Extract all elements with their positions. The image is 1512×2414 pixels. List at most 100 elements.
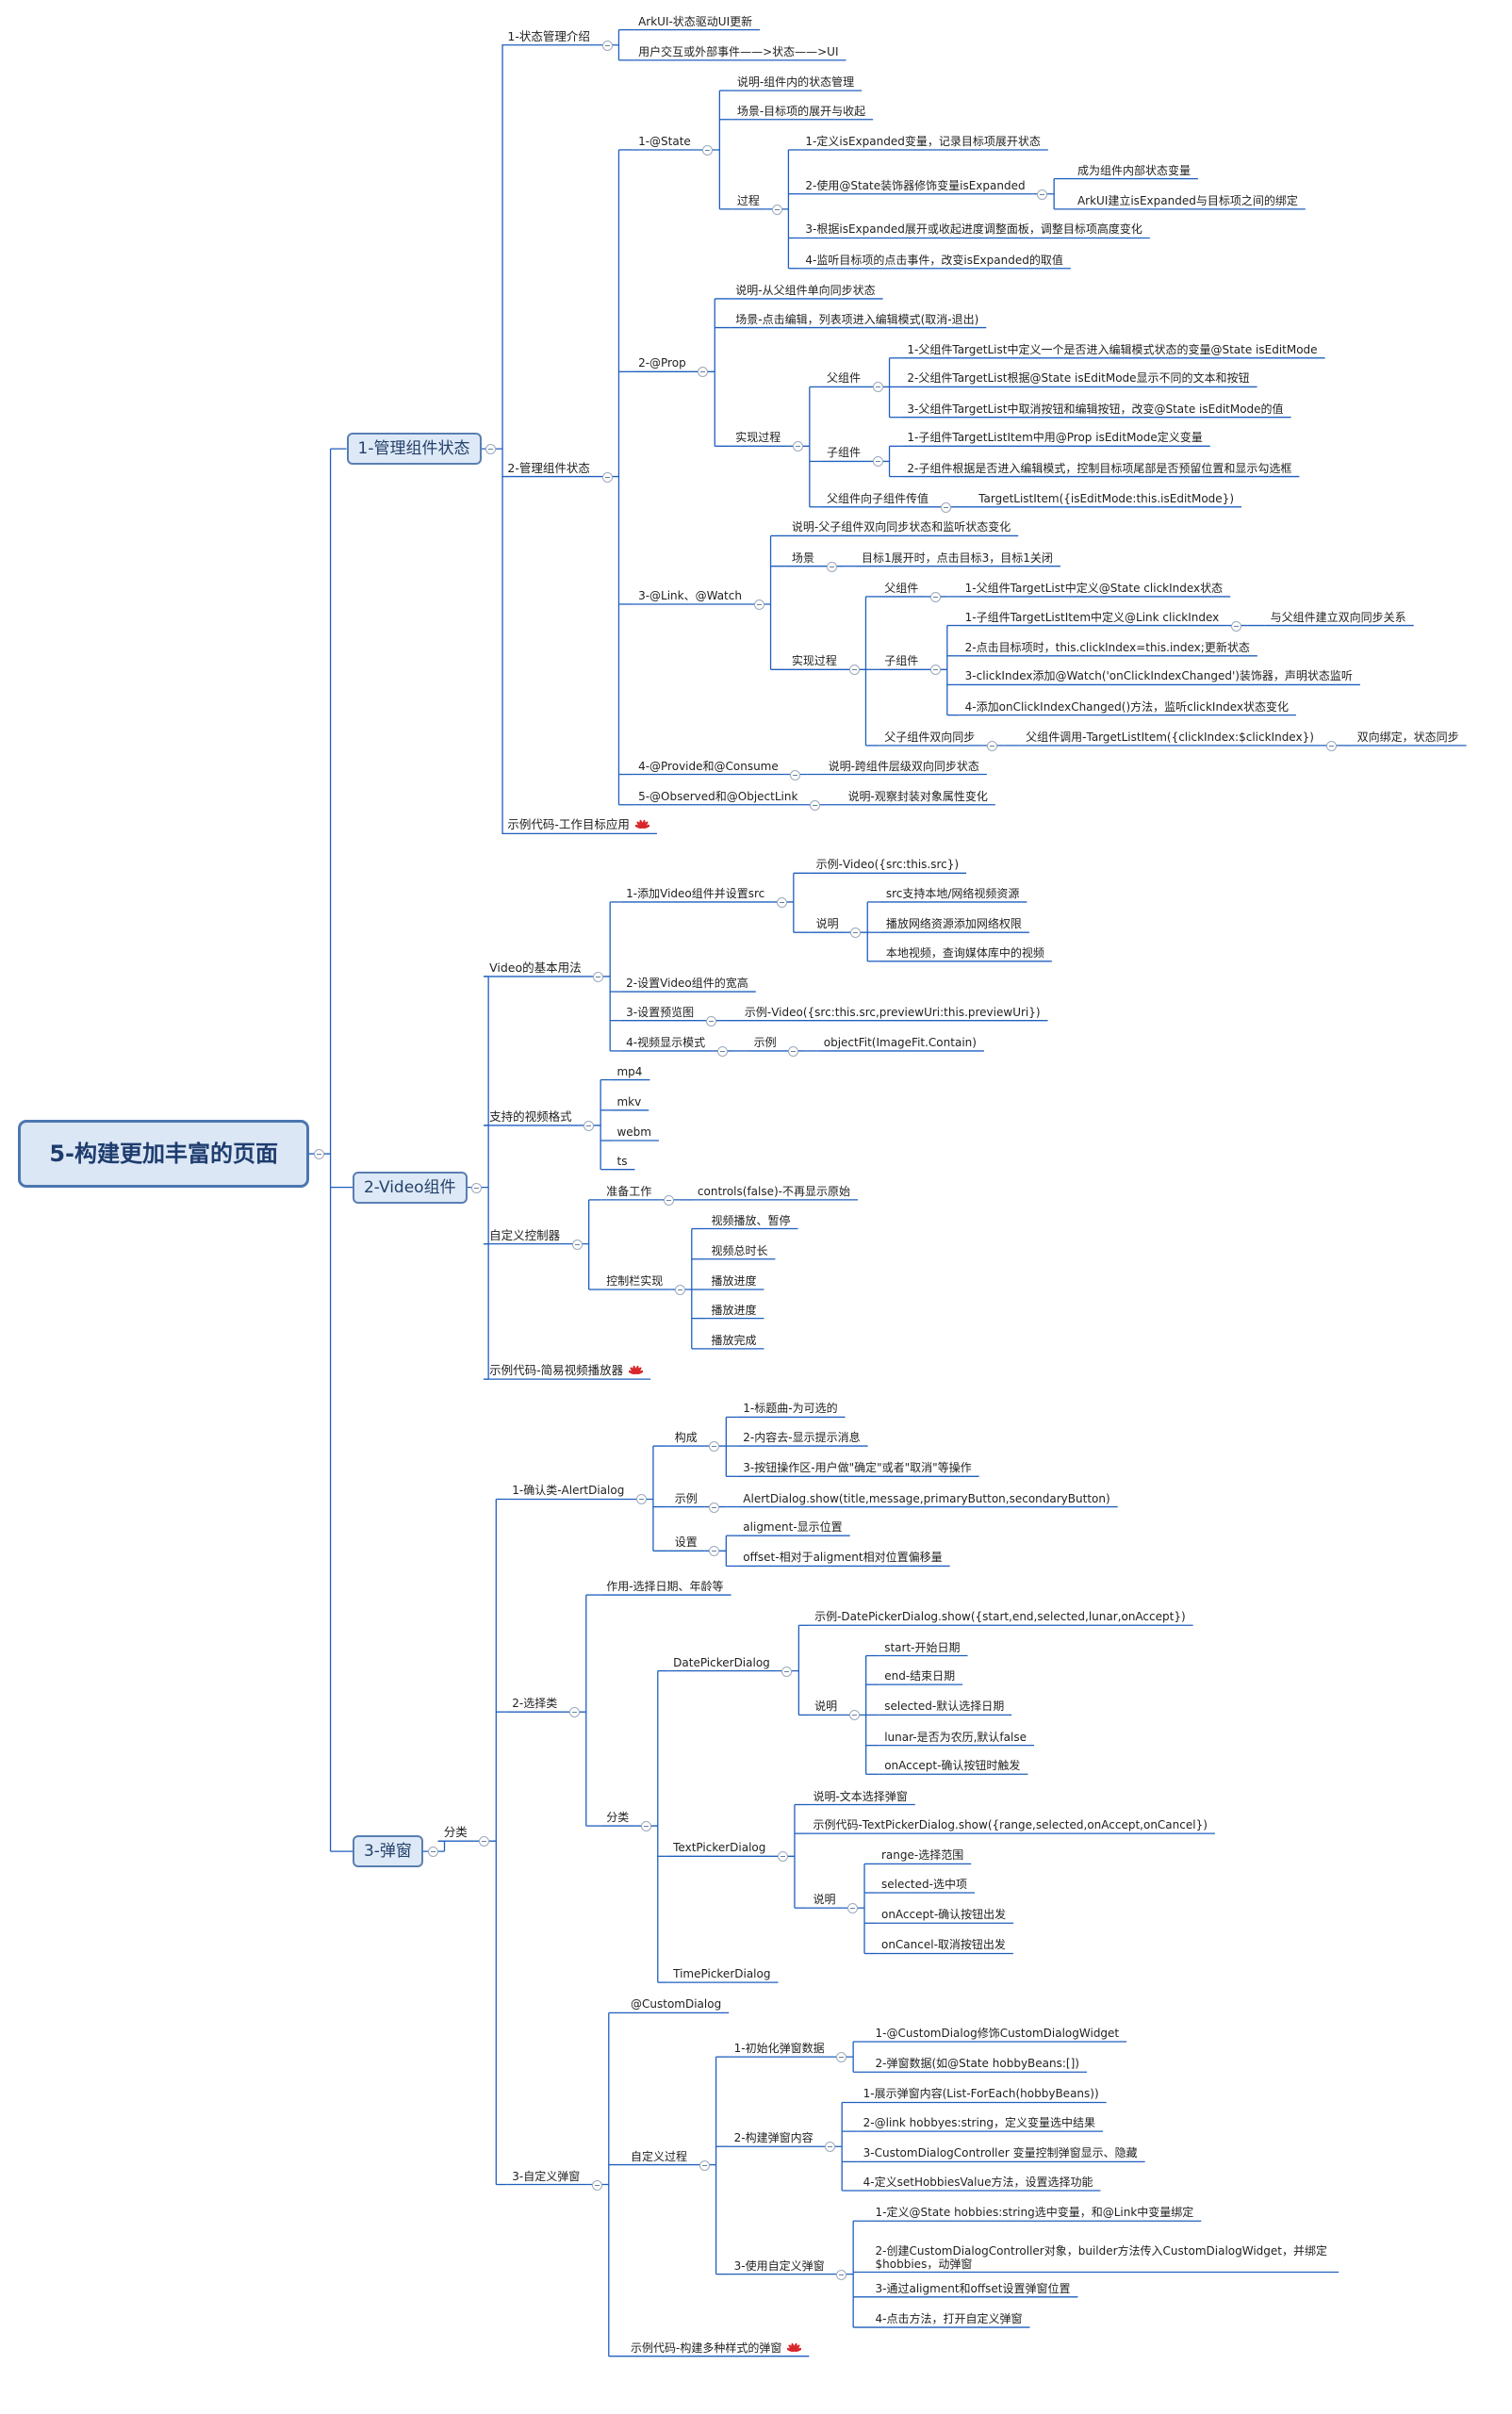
branch-topic-2-video[interactable]: 2-Video组件	[352, 1171, 468, 1204]
collapse-toggle-icon[interactable]	[825, 2142, 836, 2153]
leaf-topic-arkui-isexpanded[interactable]: ArkUI建立isExpanded与目标项之间的绑定	[1077, 194, 1298, 207]
leaf-topic-4-onclickindexchanged-clickindex[interactable]: 4-添加onClickIndexChanged()方法，监听clickIndex…	[965, 700, 1289, 714]
collapse-toggle-icon[interactable]	[1230, 620, 1241, 632]
collapse-toggle-icon[interactable]	[591, 2179, 602, 2191]
leaf-topic-2-state-hobbybeans[interactable]: 2-弹窗数据(如@State hobbyBeans:[])	[876, 2057, 1079, 2070]
leaf-topic-selected[interactable]: selected-默认选择日期	[884, 1700, 1004, 1713]
leaf-topic-oncancel[interactable]: onCancel-取消按钮出发	[881, 1938, 1006, 1951]
leaf-topic-timepickerdialog[interactable]: TimePickerDialog	[673, 1967, 770, 1980]
collapse-toggle-icon[interactable]	[601, 40, 613, 51]
leaf-topic-topic[interactable]: 示例代码-简易视频播放器	[489, 1364, 644, 1377]
collapse-toggle-icon[interactable]	[698, 2159, 710, 2171]
subtopic-topic[interactable]: 说明	[813, 1893, 835, 1906]
leaf-topic-2-link-hobbyes-string[interactable]: 2-@link hobbyes:string，定义变量选中结果	[863, 2116, 1095, 2129]
collapse-toggle-icon[interactable]	[593, 971, 604, 982]
subtopic-topic[interactable]: 父组件向子组件传值	[827, 492, 929, 505]
leaf-topic-4-sethobbiesvalue[interactable]: 4-定义setHobbiesValue方法，设置选择功能	[863, 2176, 1093, 2189]
leaf-topic-onaccept[interactable]: onAccept-确认按钮时触发	[884, 1759, 1020, 1772]
subtopic-topic[interactable]: 自定义控制器	[489, 1228, 560, 1242]
leaf-topic-arkui-ui[interactable]: ArkUI-状态驱动UI更新	[638, 15, 752, 28]
collapse-toggle-icon[interactable]	[788, 1045, 799, 1057]
leaf-topic-ui[interactable]: 用户交互或外部事件——>状态——>UI	[638, 45, 838, 58]
leaf-topic-video-src-this-src[interactable]: 示例-Video({src:this.src})	[816, 858, 959, 871]
leaf-topic-alertdialog-show-title-message-primarybutton-secondarybutton[interactable]: AlertDialog.show(title,message,primaryBu…	[743, 1492, 1109, 1505]
leaf-topic-1-state-hobbies-string-link[interactable]: 1-定义@State hobbies:string选中变量，和@Link中变量绑…	[876, 2206, 1194, 2219]
leaf-topic-onaccept[interactable]: onAccept-确认按钮出发	[881, 1908, 1006, 1921]
collapse-toggle-icon[interactable]	[810, 799, 821, 811]
subtopic-3-link-watch[interactable]: 3-@Link、@Watch	[638, 589, 742, 602]
collapse-toggle-icon[interactable]	[705, 1015, 716, 1026]
leaf-topic-topic[interactable]: 说明-组件内的状态管理	[737, 75, 854, 89]
collapse-toggle-icon[interactable]	[826, 561, 837, 572]
collapse-toggle-icon[interactable]	[929, 665, 941, 676]
leaf-topic-topic[interactable]: 说明-文本选择弹窗	[813, 1790, 907, 1803]
leaf-topic-3[interactable]: 3-按钮操作区-用户做"确定"或者"取消"等操作	[743, 1461, 971, 1474]
leaf-topic-1-targetlistitem-prop-iseditmode[interactable]: 1-子组件TargetListItem中用@Prop isEditMode定义变…	[907, 431, 1202, 444]
subtopic-targetlistitem-clickindex-clickindex[interactable]: 父组件调用-TargetListItem({clickIndex:$clickI…	[1026, 731, 1314, 744]
leaf-topic-3-isexpanded[interactable]: 3-根据isExpanded展开或收起进度调整面板，调整目标项高度变化	[805, 222, 1142, 236]
leaf-topic-topic[interactable]: 播放进度	[711, 1274, 756, 1288]
collapse-toggle-icon[interactable]	[790, 769, 801, 780]
subtopic-1-targetlistitem-link-clickindex[interactable]: 1-子组件TargetListItem中定义@Link clickIndex	[965, 611, 1220, 624]
leaf-topic-topic[interactable]: 说明-父子组件双向同步状态和监听状态变化	[792, 520, 1011, 534]
leaf-topic-ts[interactable]: ts	[616, 1155, 627, 1168]
collapse-toggle-icon[interactable]	[709, 1546, 720, 1557]
collapse-toggle-icon[interactable]	[850, 928, 862, 939]
branch-topic-1[interactable]: 1-管理组件状态	[346, 433, 482, 466]
leaf-topic-4[interactable]: 4-点击方法，打开自定义弹窗	[876, 2312, 1023, 2325]
collapse-toggle-icon[interactable]	[640, 1821, 651, 1832]
subtopic-2-prop[interactable]: 2-@Prop	[638, 356, 686, 369]
collapse-toggle-icon[interactable]	[313, 1149, 324, 1160]
leaf-topic-src[interactable]: src支持本地/网络视频资源	[886, 887, 1020, 900]
collapse-toggle-icon[interactable]	[601, 471, 613, 483]
collapse-toggle-icon[interactable]	[583, 1120, 595, 1131]
leaf-topic-topic[interactable]: 场景-目标项的展开与收起	[737, 105, 865, 118]
leaf-topic-customdialog[interactable]: @CustomDialog	[631, 1997, 721, 2011]
subtopic-video[interactable]: Video的基本用法	[489, 961, 582, 975]
subtopic-topic[interactable]: 父子组件双向同步	[884, 731, 975, 744]
collapse-toggle-icon[interactable]	[847, 1903, 859, 1914]
subtopic-2[interactable]: 2-构建弹窗内容	[734, 2131, 814, 2144]
leaf-topic-topic[interactable]: 说明-观察封装对象属性变化	[848, 790, 988, 803]
collapse-toggle-icon[interactable]	[702, 144, 714, 156]
leaf-topic-2[interactable]: 2-内容去-显示提示消息	[743, 1431, 860, 1444]
subtopic-1-alertdialog[interactable]: 1-确认类-AlertDialog	[512, 1484, 624, 1497]
root-topic[interactable]: 5-构建更加丰富的页面	[18, 1120, 310, 1189]
leaf-topic-controls-false[interactable]: controls(false)-不再显示原始	[698, 1185, 850, 1198]
subtopic-topic[interactable]: 实现过程	[735, 431, 781, 444]
subtopic-3[interactable]: 3-使用自定义弹窗	[734, 2259, 825, 2273]
collapse-toggle-icon[interactable]	[778, 1851, 789, 1863]
leaf-topic-datepickerdialog-show-start-end-selected-lunar-onaccept[interactable]: 示例-DatePickerDialog.show({start,end,sele…	[814, 1610, 1186, 1623]
collapse-toggle-icon[interactable]	[709, 1441, 720, 1453]
subtopic-topic[interactable]: 示例	[754, 1036, 777, 1049]
leaf-topic-mkv[interactable]: mkv	[616, 1095, 641, 1108]
leaf-topic-3-customdialogcontroller[interactable]: 3-CustomDialogController 变量控制弹窗显示、隐藏	[863, 2146, 1138, 2159]
leaf-topic-topic[interactable]: 说明-从父组件单向同步状态	[735, 284, 875, 297]
collapse-toggle-icon[interactable]	[709, 1502, 720, 1513]
subtopic-topic[interactable]: 控制栏实现	[606, 1274, 663, 1288]
collapse-toggle-icon[interactable]	[776, 896, 787, 908]
collapse-toggle-icon[interactable]	[674, 1285, 685, 1296]
collapse-toggle-icon[interactable]	[568, 1707, 580, 1718]
collapse-toggle-icon[interactable]	[636, 1494, 648, 1505]
leaf-topic-4-isexpanded[interactable]: 4-监听目标项的点击事件，改变isExpanded的取值	[805, 254, 1062, 267]
leaf-topic-topic[interactable]: 播放网络资源添加网络权限	[886, 917, 1022, 930]
subtopic-1[interactable]: 1-状态管理介绍	[507, 29, 589, 43]
subtopic-4-provide-consume[interactable]: 4-@Provide和@Consume	[638, 760, 779, 773]
subtopic-1[interactable]: 1-初始化弹窗数据	[734, 2042, 825, 2055]
subtopic-topic[interactable]: 过程	[737, 194, 760, 207]
leaf-topic-offset-aligment[interactable]: offset-相对于aligment相对位置偏移量	[743, 1551, 942, 1564]
subtopic-5-observed-objectlink[interactable]: 5-@Observed和@ObjectLink	[638, 790, 797, 803]
leaf-topic-1[interactable]: 1-标题曲-为可选的	[743, 1402, 837, 1415]
leaf-topic-topic[interactable]: 播放进度	[711, 1304, 756, 1317]
leaf-topic-2-customdialogcontroller-builder-customdialogwidget-hobbies[interactable]: 2-创建CustomDialogController对象，builder方法传入…	[876, 2244, 1332, 2271]
collapse-toggle-icon[interactable]	[836, 2052, 847, 2063]
subtopic-topic[interactable]: 父组件	[884, 582, 918, 595]
subtopic-topic[interactable]: 准备工作	[606, 1185, 651, 1198]
collapse-toggle-icon[interactable]	[848, 1710, 860, 1721]
leaf-topic-webm[interactable]: webm	[616, 1125, 651, 1139]
branch-topic-3[interactable]: 3-弹窗	[352, 1835, 423, 1868]
leaf-topic-end[interactable]: end-结束日期	[884, 1669, 955, 1683]
leaf-topic-topic[interactable]: 与父组件建立双向同步关系	[1271, 611, 1406, 624]
collapse-toggle-icon[interactable]	[986, 740, 997, 751]
